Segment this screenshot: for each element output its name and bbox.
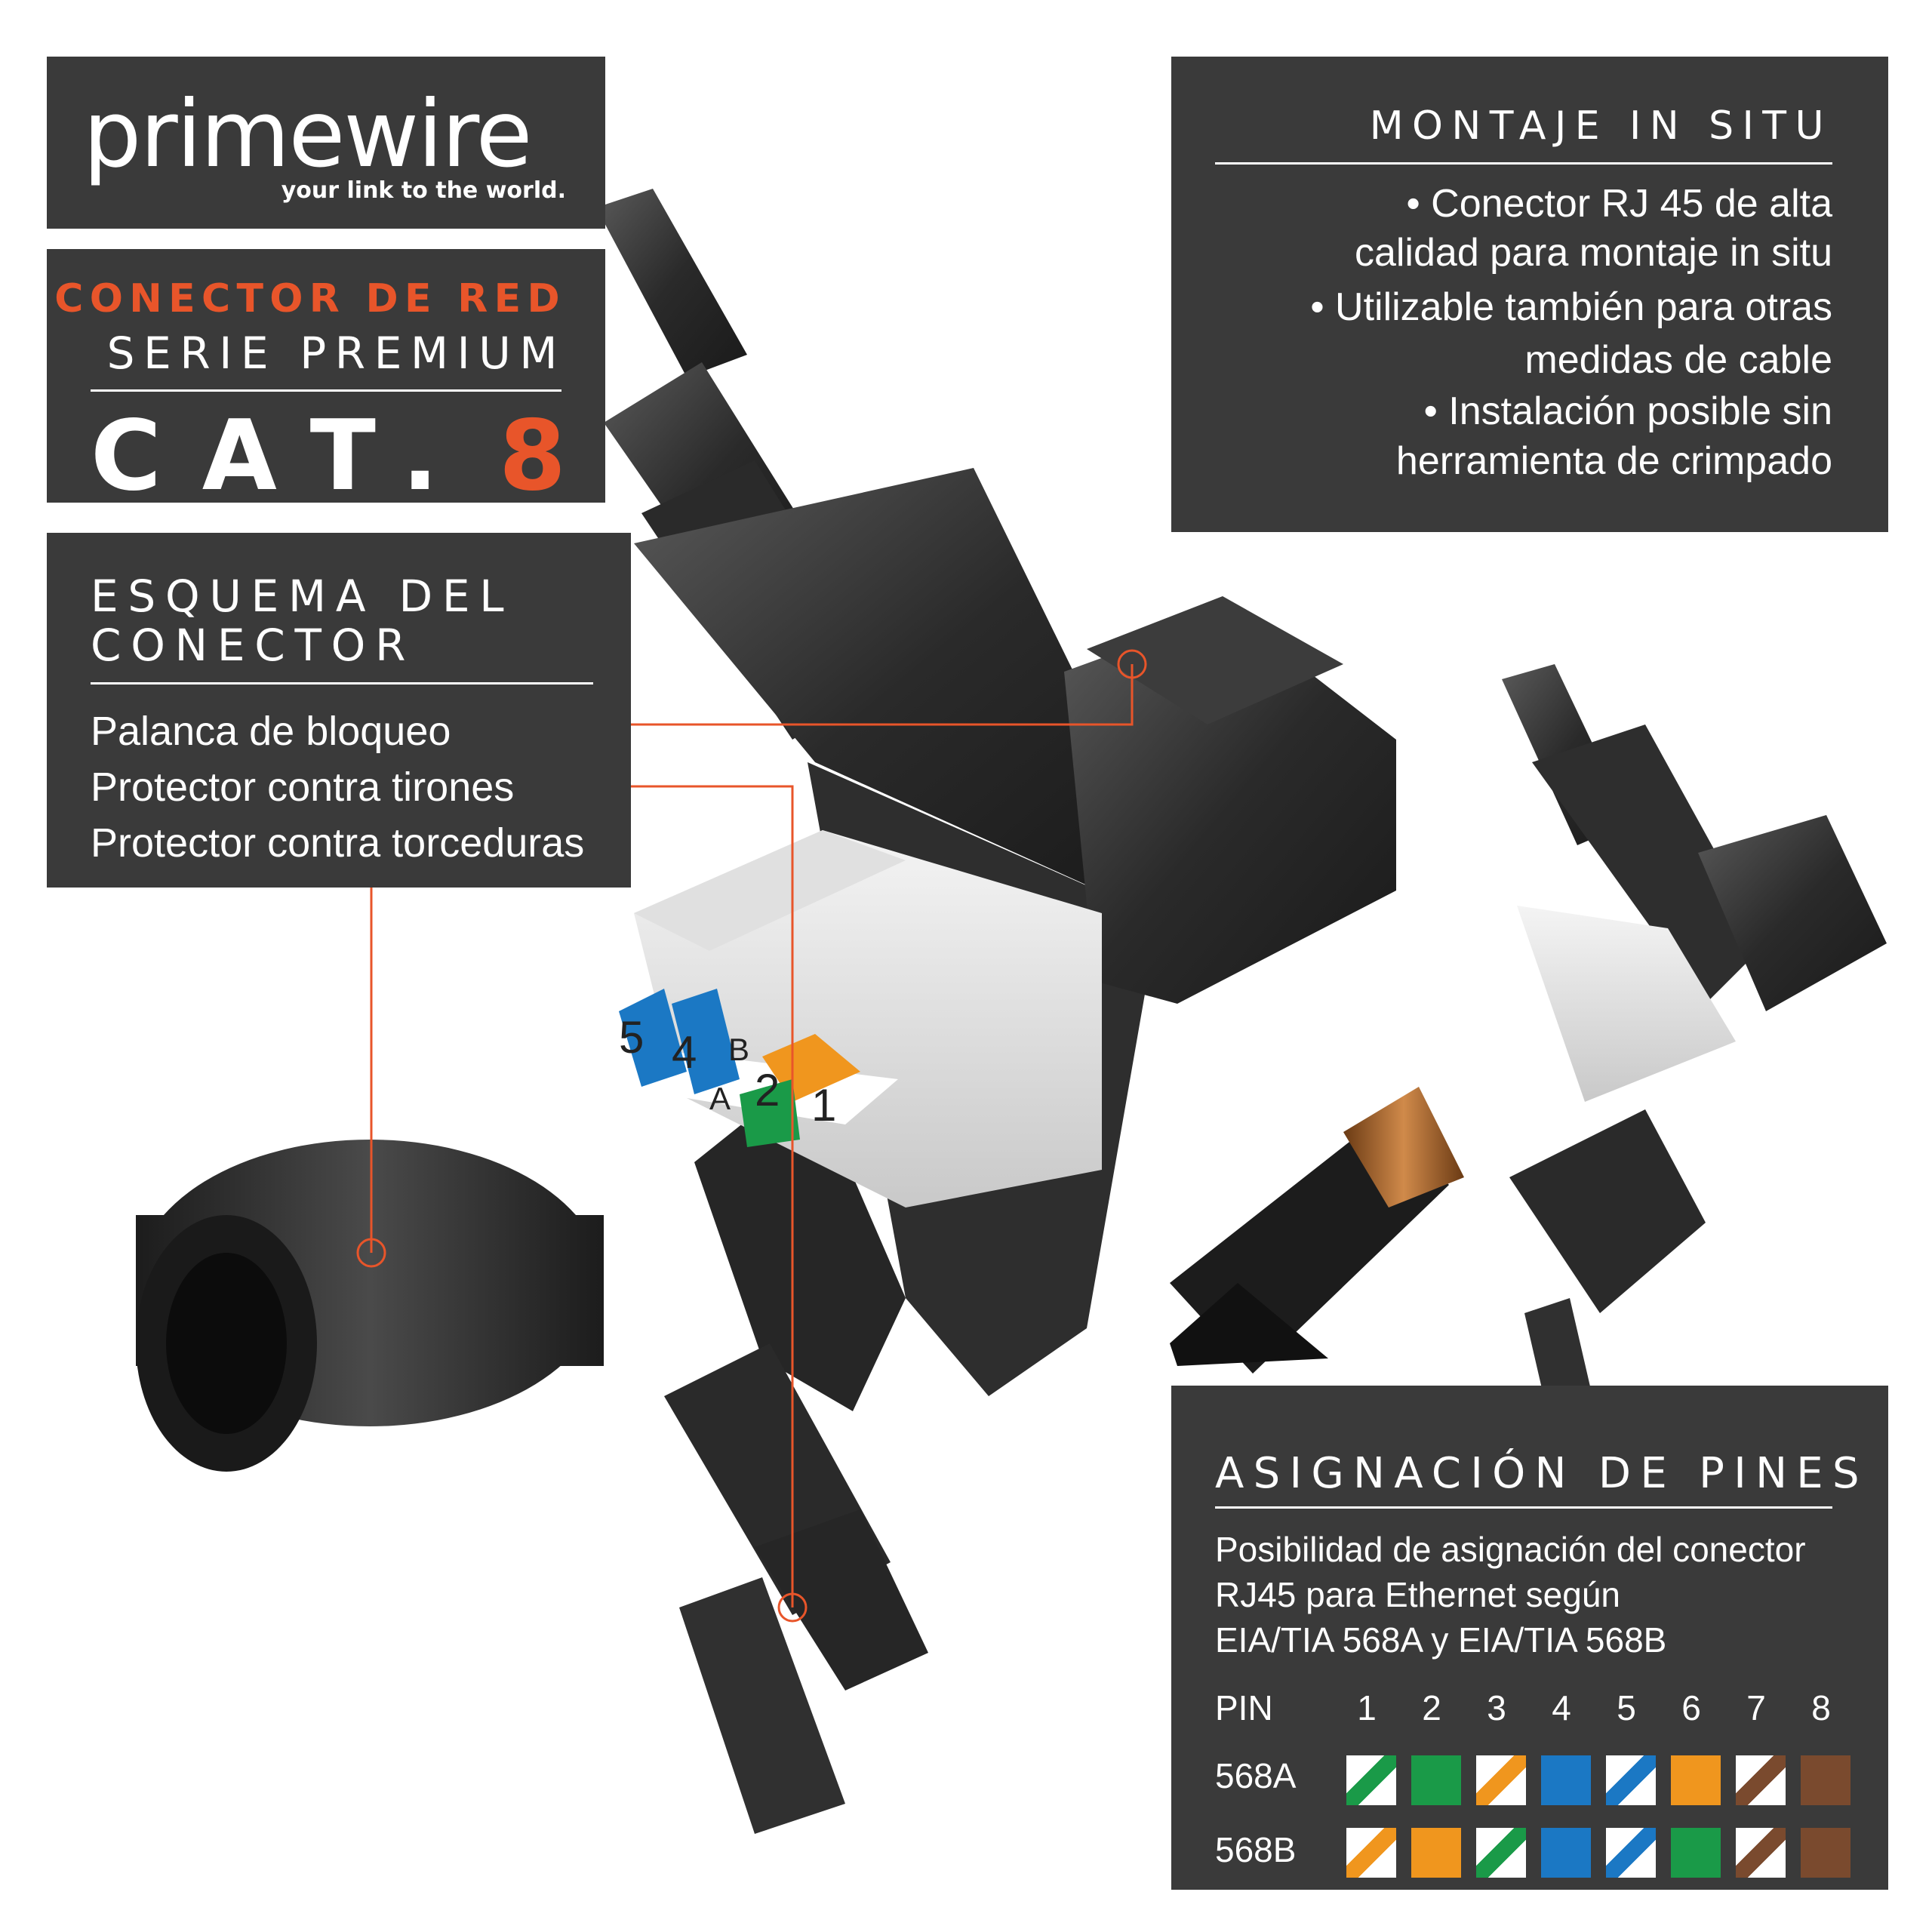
brand-logo: primewire	[83, 81, 533, 188]
pin-assignment-title: ASIGNACIÓN DE PINES	[1215, 1449, 1869, 1498]
pin-number: 6	[1681, 1688, 1701, 1727]
brand-tagline: your link to the world.	[281, 177, 566, 204]
wire-color-swatch	[1606, 1755, 1656, 1805]
schema-item-kink-protector: Protector contra torceduras	[91, 820, 585, 866]
wire-color-swatch	[1411, 1828, 1461, 1878]
wire-color-swatch	[1476, 1828, 1526, 1878]
wire-label-b: B	[728, 1032, 749, 1067]
wire-label-4: 4	[672, 1027, 697, 1078]
pin-description-line: Posibilidad de asignación del conector	[1215, 1530, 1806, 1569]
wire-label-a: A	[709, 1081, 731, 1116]
schema-item-strain-relief: Protector contra tirones	[91, 764, 515, 810]
pin-number: 3	[1487, 1688, 1506, 1727]
wire-color-swatch	[1801, 1828, 1850, 1878]
wire-label-2: 2	[755, 1065, 780, 1115]
product-title-panel: CONECTOR DE RED SERIE PREMIUM CAT. 8	[47, 249, 605, 512]
pin-number: 7	[1746, 1688, 1766, 1727]
schema-title: ESQUEMA DEL CONECTOR	[91, 572, 513, 670]
feature-line: • Conector RJ 45 de alta	[1406, 182, 1832, 226]
wire-label-1: 1	[811, 1080, 836, 1131]
kink-protector-nut	[136, 1140, 604, 1472]
connector-schema-panel: ESQUEMA DEL CONECTOR Palanca de bloqueo …	[47, 533, 631, 888]
wire-color-swatch	[1736, 1828, 1786, 1878]
pin-number: 5	[1617, 1688, 1636, 1727]
pin-number: 4	[1552, 1688, 1571, 1727]
schema-title-line2: CONECTOR	[91, 619, 416, 671]
field-assembly-title: MONTAJE IN SITU	[1369, 103, 1832, 149]
wire-color-swatch	[1411, 1755, 1461, 1805]
category-label: CAT.	[91, 400, 479, 512]
wire-color-swatch	[1671, 1828, 1721, 1878]
white-insert: 5 4 B A 2 1	[574, 830, 1102, 1208]
pin-description-line: RJ45 para Ethernet según	[1215, 1575, 1621, 1614]
pin-number: 8	[1811, 1688, 1831, 1727]
wire-label-5: 5	[619, 1012, 644, 1063]
feature-line: • Utilizable también para otras	[1310, 285, 1832, 329]
wire-color-swatch	[1346, 1828, 1396, 1878]
category-number: 8	[498, 400, 566, 512]
brand-logo-panel: primewire your link to the world.	[47, 57, 605, 229]
pin-description-line: EIA/TIA 568A y EIA/TIA 568B	[1215, 1620, 1667, 1660]
pin-number: 1	[1357, 1688, 1377, 1727]
pin-header-label: PIN	[1215, 1688, 1273, 1727]
feature-line: • Instalación posible sin	[1423, 389, 1832, 433]
schema-title-line1: ESQUEMA DEL	[91, 571, 514, 622]
wire-color-swatch	[1541, 1828, 1591, 1878]
product-title-line1: CONECTOR DE RED	[54, 276, 566, 321]
wire-color-swatch	[1476, 1755, 1526, 1805]
wire-color-swatch	[1801, 1755, 1850, 1805]
field-assembly-panel: MONTAJE IN SITU • Conector RJ 45 de alta…	[1171, 57, 1888, 532]
feature-line: medidas de cable	[1524, 338, 1832, 382]
lower-strain-relief	[664, 1343, 928, 1834]
pin-row-label-568a: 568A	[1215, 1756, 1297, 1795]
pin-assignment-panel: ASIGNACIÓN DE PINES Posibilidad de asign…	[1171, 1386, 1888, 1890]
wire-color-swatch	[1671, 1755, 1721, 1805]
pin-row-label-568b: 568B	[1215, 1830, 1297, 1869]
rj45-head	[1064, 596, 1396, 1004]
schema-item-locking-lever: Palanca de bloqueo	[91, 709, 451, 754]
feature-line: calidad para montaje in situ	[1354, 231, 1832, 275]
wire-color-swatch	[1736, 1755, 1786, 1805]
product-title-line2: SERIE PREMIUM	[106, 328, 566, 379]
feature-line: herramienta de crimpado	[1395, 439, 1832, 483]
pin-number: 2	[1422, 1688, 1441, 1727]
wire-color-swatch	[1541, 1755, 1591, 1805]
schema-divider	[91, 682, 593, 685]
pin-assignment-divider	[1215, 1506, 1832, 1509]
assembled-connector-image	[1170, 664, 1887, 1411]
title-divider	[91, 389, 561, 392]
field-assembly-divider	[1215, 162, 1832, 165]
wire-color-swatch	[1606, 1828, 1656, 1878]
callout-lines	[356, 649, 1147, 1623]
wire-color-swatch	[1346, 1755, 1396, 1805]
